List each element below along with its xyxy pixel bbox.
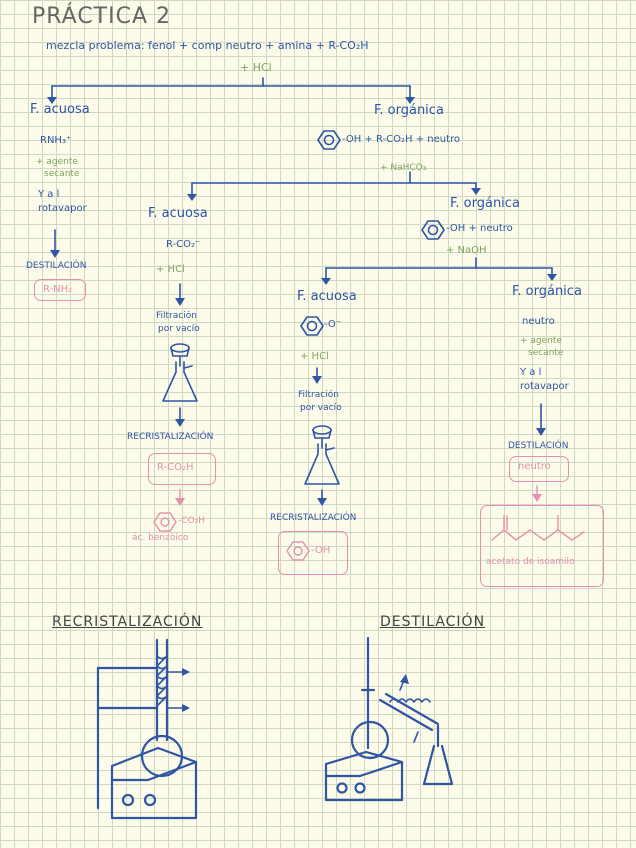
top-split-connector (47, 77, 415, 104)
mid-species: R-CO₂⁻ (166, 239, 201, 250)
vacuum-filtration-icon-phenol (304, 425, 340, 485)
recrystallization-heading: RECRISTALIZACIÓN (52, 614, 203, 630)
left-product: R-NH₂ (43, 284, 73, 295)
left-agent-line2: secante (44, 169, 80, 179)
phenol-product: -OH (311, 545, 331, 556)
reflux-apparatus-illustration (96, 638, 198, 820)
isoamyl-acetate-structure (491, 515, 585, 541)
neutral-final-box (480, 505, 604, 587)
vacuum-filtration-icon-mid (162, 343, 198, 402)
benzene-ring-icon-org2 (421, 220, 445, 240)
mixture-label: mezcla problema: fenol + comp neutro + a… (46, 39, 369, 52)
mid-product: R-CO₂H (157, 462, 194, 473)
benzene-ring-icon-phenol-product (286, 541, 310, 561)
neutral-rota-line2: rotavapor (520, 381, 569, 392)
benzene-ring-icon-benzoic (153, 512, 177, 532)
phenol-arrows (312, 367, 327, 506)
mid-filt-line2: por vacío (158, 324, 200, 334)
mid-arrows (175, 283, 185, 506)
mid-product-box (148, 453, 216, 485)
left-step-label: DESTILACIÓN (26, 261, 87, 271)
neutral-product: neutro (518, 461, 551, 472)
left-agent-line1: + agente (36, 157, 78, 167)
mid-final-suffix: -CO₂H (178, 516, 205, 526)
neutral-arrows (532, 403, 546, 502)
neutral-rota-line1: Y a l (520, 367, 542, 378)
org2-split-connector (321, 257, 557, 285)
neutral-agent-line1: + agente (520, 336, 562, 346)
neutral-species: neutro (522, 316, 555, 327)
left-product-box (34, 279, 86, 301)
phenol-step-label: RECRISTALIZACIÓN (270, 513, 357, 523)
phenol-reagent: + HCl (300, 351, 329, 362)
neutral-step-label: DESTILACIÓN (508, 441, 569, 451)
org2-reagent: + NaOH (446, 245, 487, 256)
mid-step-label: RECRISTALIZACIÓN (127, 432, 214, 442)
org1-split-connector (187, 171, 481, 201)
phenol-species: -O⁻ (324, 319, 342, 330)
mid-reagent: + HCl (156, 264, 185, 275)
org1-species: -OH + R-CO₂H + neutro (342, 134, 461, 145)
distillation-heading: DESTILACIÓN (380, 614, 486, 630)
page-title: PRÁCTICA 2 (32, 4, 172, 29)
left-rota-line1: Y a l (38, 189, 60, 200)
neutral-final-name: acetato de isoamilo (486, 557, 575, 567)
phenol-product-box (278, 531, 348, 575)
left-phase-label: F. acuosa (30, 102, 90, 117)
distillation-apparatus-illustration (324, 636, 454, 802)
org1-reagent: + NaHCO₃ (380, 163, 427, 173)
org2-phase-label: F. orgánica (450, 196, 520, 211)
mid-phase-label: F. acuosa (148, 206, 208, 221)
org1-phase-label: F. orgánica (374, 103, 444, 118)
neutral-product-box (509, 456, 569, 482)
neutral-phase-label: F. orgánica (512, 284, 582, 299)
benzene-ring-icon-phenolate (300, 316, 324, 336)
benzene-ring-icon-org1 (317, 130, 341, 150)
left-species: RNH₃⁺ (40, 135, 72, 146)
org2-species: -OH + neutro (446, 223, 513, 234)
phenol-filt-line2: por vacío (300, 403, 342, 413)
reagent-hcl-top: + HCl (240, 61, 272, 74)
phenol-filt-line1: Filtración (298, 390, 339, 400)
left-rota-line2: rotavapor (38, 203, 87, 214)
mid-final-name: ác. benzóico (132, 533, 189, 543)
left-distill-arrow (50, 229, 60, 258)
neutral-agent-line2: secante (528, 348, 564, 358)
phenol-phase-label: F. acuosa (297, 289, 357, 304)
mid-filt-line1: Filtración (156, 311, 197, 321)
